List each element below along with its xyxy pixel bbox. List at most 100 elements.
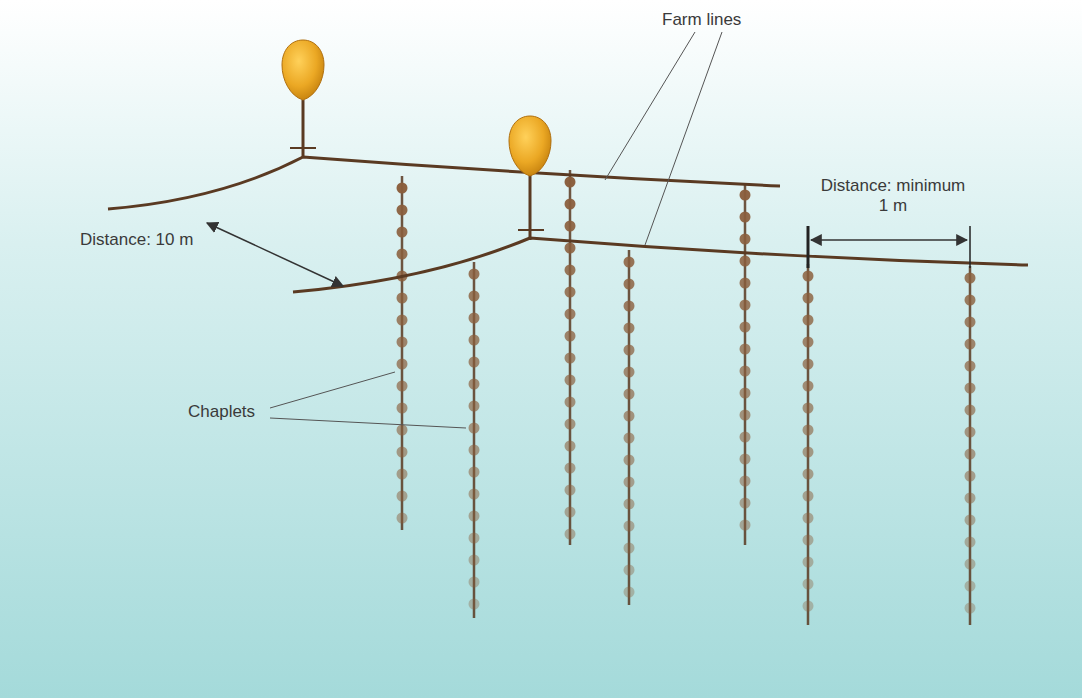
mussel-bead xyxy=(469,423,480,434)
mussel-bead xyxy=(397,249,408,260)
mussel-bead xyxy=(803,403,814,414)
mussel-bead xyxy=(803,491,814,502)
mussel-bead xyxy=(740,388,751,399)
buoy-rope xyxy=(518,229,544,231)
mussel-bead xyxy=(740,344,751,355)
mussel-bead xyxy=(469,533,480,544)
mussel-bead xyxy=(965,603,976,614)
mussel-bead xyxy=(565,331,576,342)
farm-line xyxy=(293,238,1028,292)
mussel-bead xyxy=(469,313,480,324)
buoy xyxy=(282,40,324,100)
mussel-bead xyxy=(624,565,635,576)
mussel-bead xyxy=(624,389,635,400)
mussel-bead xyxy=(624,587,635,598)
mussel-bead xyxy=(803,579,814,590)
mussel-bead xyxy=(965,273,976,284)
mussel-bead xyxy=(565,353,576,364)
mussel-bead xyxy=(803,513,814,524)
dimension-arrow xyxy=(207,223,343,286)
buoy-rope xyxy=(302,100,305,158)
mussel-bead xyxy=(565,309,576,320)
mussel-bead xyxy=(965,515,976,526)
mussel-bead xyxy=(965,427,976,438)
text-label: Farm lines xyxy=(662,10,741,30)
mussel-bead xyxy=(469,555,480,566)
dimension-tick xyxy=(807,226,810,268)
mussel-bead xyxy=(803,293,814,304)
mussel-bead xyxy=(565,221,576,232)
mussel-bead xyxy=(803,425,814,436)
mussel-bead xyxy=(624,411,635,422)
mussel-bead xyxy=(397,403,408,414)
mussel-bead xyxy=(565,375,576,386)
mussel-bead xyxy=(740,300,751,311)
mussel-bead xyxy=(965,581,976,592)
mussel-bead xyxy=(565,485,576,496)
mussel-bead xyxy=(397,227,408,238)
mussel-bead xyxy=(803,315,814,326)
leader-line xyxy=(270,372,395,408)
mussel-bead xyxy=(803,447,814,458)
leader-line xyxy=(605,32,695,180)
mussel-bead xyxy=(469,511,480,522)
mussel-bead xyxy=(469,467,480,478)
mussel-bead xyxy=(624,521,635,532)
mussel-bead xyxy=(469,599,480,610)
mussel-bead xyxy=(397,447,408,458)
text-label: Chaplets xyxy=(188,402,255,422)
mussel-bead xyxy=(624,499,635,510)
mussel-bead xyxy=(740,234,751,245)
mussel-bead xyxy=(397,491,408,502)
dimension-tick xyxy=(969,226,971,268)
mussel-bead xyxy=(803,271,814,282)
buoy-rope xyxy=(290,147,316,149)
mussel-bead xyxy=(469,401,480,412)
text-label: Distance: 10 m xyxy=(80,230,193,250)
mussel-bead xyxy=(397,513,408,524)
mussel-bead xyxy=(469,357,480,368)
mussel-bead xyxy=(965,471,976,482)
mussel-bead xyxy=(965,559,976,570)
mussel-bead xyxy=(624,279,635,290)
dimension-arrow xyxy=(811,239,967,241)
chaplet-group xyxy=(397,170,976,625)
mussel-bead xyxy=(469,269,480,280)
mussel-bead xyxy=(469,445,480,456)
mussel-bead xyxy=(397,337,408,348)
mussel-bead xyxy=(397,469,408,480)
mussel-bead xyxy=(740,520,751,531)
mussel-bead xyxy=(397,359,408,370)
mussel-bead xyxy=(624,477,635,488)
mussel-bead xyxy=(624,257,635,268)
mussel-bead xyxy=(624,367,635,378)
mussel-bead xyxy=(740,256,751,267)
mussel-bead xyxy=(565,265,576,276)
mussel-bead xyxy=(740,454,751,465)
farm-line xyxy=(108,157,780,209)
mussel-bead xyxy=(803,381,814,392)
mussel-bead xyxy=(565,177,576,188)
mussel-bead xyxy=(397,183,408,194)
mussel-bead xyxy=(565,397,576,408)
buoy xyxy=(509,116,551,176)
mussel-bead xyxy=(740,432,751,443)
mussel-bead xyxy=(565,287,576,298)
mussel-bead xyxy=(803,601,814,612)
mussel-bead xyxy=(565,199,576,210)
mussel-bead xyxy=(740,322,751,333)
mussel-bead xyxy=(397,425,408,436)
mussel-bead xyxy=(397,315,408,326)
mussel-bead xyxy=(803,337,814,348)
mussel-bead xyxy=(565,507,576,518)
mussel-bead xyxy=(740,410,751,421)
mussel-bead xyxy=(803,469,814,480)
mussel-bead xyxy=(965,317,976,328)
leader-line xyxy=(645,32,722,245)
mussel-bead xyxy=(624,301,635,312)
mussel-bead xyxy=(965,537,976,548)
mussel-bead xyxy=(565,441,576,452)
mussel-bead xyxy=(965,493,976,504)
mussel-bead xyxy=(469,577,480,588)
mussel-bead xyxy=(565,463,576,474)
